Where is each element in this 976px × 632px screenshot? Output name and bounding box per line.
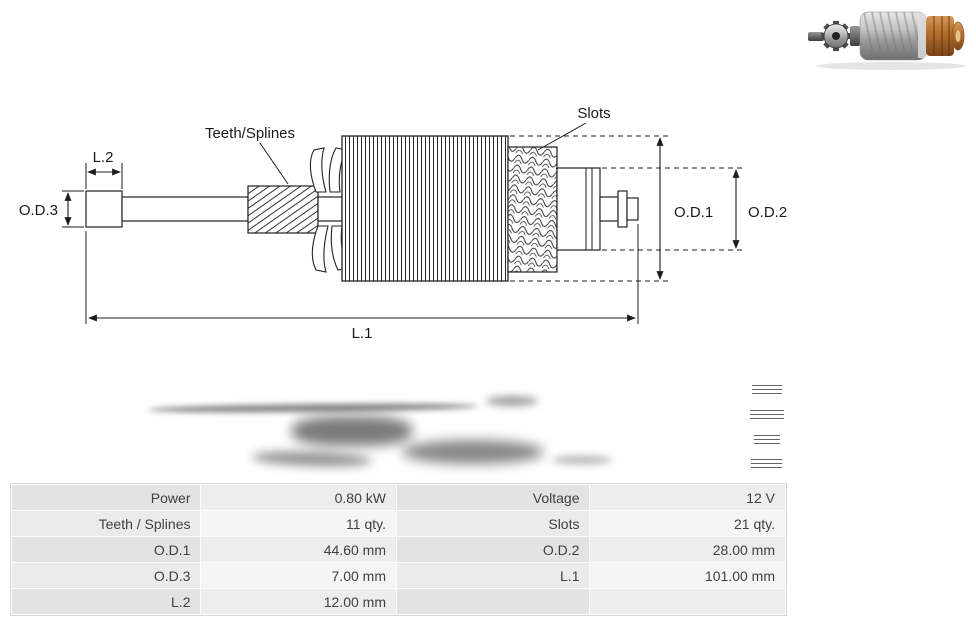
table-row: Power 0.80 kW Voltage 12 V	[12, 485, 785, 510]
spec-label	[396, 589, 590, 614]
spec-value: 12.00 mm	[201, 589, 396, 614]
spec-value: 44.60 mm	[201, 537, 396, 562]
watermark-smudge	[251, 449, 373, 469]
dim-od3: O.D.3	[19, 190, 84, 228]
spec-value: 12 V	[590, 485, 785, 510]
dim-label-slots: Slots	[577, 105, 610, 122]
spec-label: Slots	[396, 511, 590, 536]
watermark-mark	[750, 410, 784, 421]
watermark-smudge	[147, 402, 479, 414]
watermark-smudge	[292, 416, 412, 446]
photo-body	[859, 11, 927, 61]
dim-od2: O.D.2	[732, 169, 787, 249]
winding-section	[507, 146, 558, 273]
watermark-smudge	[486, 396, 538, 406]
dim-label-od2: O.D.2	[748, 204, 787, 221]
table-row: L.2 12.00 mm	[12, 589, 785, 614]
callout-slots: Slots	[537, 105, 611, 151]
dim-od1: O.D.1	[656, 137, 713, 280]
watermark-mark	[752, 385, 782, 396]
table-row: Teeth / Splines 11 qty. Slots 21 qty.	[12, 511, 785, 536]
spec-value: 11 qty.	[201, 511, 396, 536]
dim-label-od1: O.D.1	[674, 204, 713, 221]
table-row: O.D.3 7.00 mm L.1 101.00 mm	[12, 563, 785, 588]
table-row: O.D.1 44.60 mm O.D.2 28.00 mm	[12, 537, 785, 562]
photo-collar	[850, 26, 860, 46]
shaft-left-end	[85, 190, 249, 228]
commutator-section	[556, 167, 639, 251]
spec-label: O.D.2	[396, 537, 590, 562]
spec-label: Teeth / Splines	[12, 511, 201, 536]
photo-shaft	[808, 32, 824, 41]
watermark-mark	[751, 459, 782, 470]
photo-commutator	[926, 16, 965, 56]
spec-label: Voltage	[396, 485, 590, 510]
spec-table-wrap: Power 0.80 kW Voltage 12 V Teeth / Splin…	[10, 483, 787, 616]
photo-pinion-gear	[821, 21, 851, 51]
spec-label: Power	[12, 485, 201, 510]
spec-value: 0.80 kW	[201, 485, 396, 510]
dim-label-teeth-splines: Teeth/Splines	[205, 125, 295, 142]
armature-core	[341, 135, 509, 282]
product-photo	[808, 11, 966, 70]
watermark-smudge	[552, 456, 612, 464]
spline-section	[247, 185, 343, 234]
dim-l2: L.2	[85, 149, 123, 189]
spec-value: 21 qty.	[590, 511, 785, 536]
dim-label-l1: L.1	[352, 325, 373, 342]
callout-teeth-splines: Teeth/Splines	[205, 125, 295, 185]
spec-value: 101.00 mm	[590, 563, 785, 588]
spec-label: L.1	[396, 563, 590, 588]
dim-label-l2: L.2	[93, 149, 114, 166]
photo-shadow	[816, 62, 966, 70]
spec-table: Power 0.80 kW Voltage 12 V Teeth / Splin…	[11, 484, 786, 615]
projection-lines	[510, 135, 744, 282]
spec-label: O.D.1	[12, 537, 201, 562]
spec-label: L.2	[12, 589, 201, 614]
spec-value: 28.00 mm	[590, 537, 785, 562]
dim-l1: L.1	[85, 224, 639, 342]
spec-label: O.D.3	[12, 563, 201, 588]
watermark-smudge	[402, 440, 544, 464]
dim-label-od3: O.D.3	[19, 202, 58, 219]
spec-value: 7.00 mm	[201, 563, 396, 588]
watermark-mark	[754, 435, 780, 446]
spec-value	[590, 589, 785, 614]
armature-diagram: O.D.3 L.2 Teeth/Splines Slots O.D.1 O.D.…	[19, 105, 787, 342]
